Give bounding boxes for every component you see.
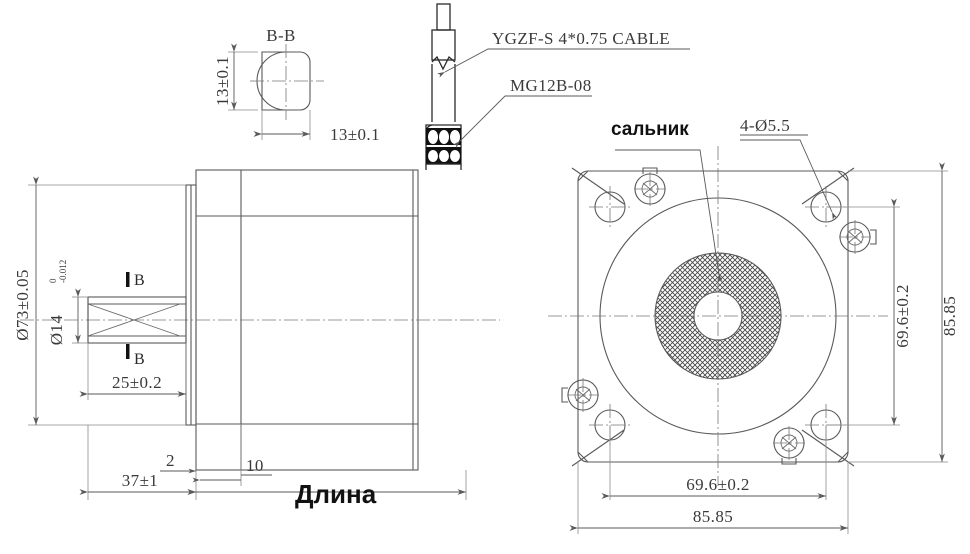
dim-dia14-text: Ø14 <box>47 315 66 346</box>
dim-10-text: 10 <box>246 456 264 475</box>
tapped-tab-left <box>561 387 568 403</box>
dim-step-2: 2 <box>160 451 196 474</box>
dim-696h-text: 69.6±0.2 <box>686 475 750 494</box>
dim-8585h-text: 85.85 <box>693 507 733 526</box>
tapped-tab-bottom <box>781 458 797 465</box>
gland-ball-row-upper <box>428 130 460 144</box>
mounting-hole-tl <box>589 186 631 228</box>
dim-dia73-text: Ø73±0.05 <box>13 269 32 341</box>
dim-plate-vertical: 85.85 <box>848 162 959 463</box>
dim-bb-width-text: 13±0.1 <box>330 125 380 144</box>
dim-plate-horizontal: 85.85 <box>569 462 849 534</box>
dim-flange-length: 37±1 <box>79 425 197 500</box>
callout-connector: MG12B-08 <box>452 76 592 149</box>
dim-bb-height-text: 13±0.1 <box>213 56 232 106</box>
front-view: сальник 4-Ø5.5 69.6±0.2 85.85 69.6± <box>548 116 959 534</box>
connector-callout-text: MG12B-08 <box>510 76 592 95</box>
section-label-b-bottom: B <box>134 351 145 368</box>
tapped-hole-left <box>561 378 599 412</box>
connector-leader-line <box>452 95 592 149</box>
seal-ring <box>654 252 782 380</box>
chamfer-line-bl <box>571 429 625 467</box>
side-view: B B <box>13 3 690 509</box>
tapped-tab-right <box>870 229 877 245</box>
shaft-section-outline <box>261 51 311 111</box>
section-marker-b-bottom: B <box>126 344 145 368</box>
cable-leader-line <box>437 48 690 78</box>
dim-bolt-circle-vertical: 69.6±0.2 <box>826 198 912 426</box>
holes-leader-line <box>740 139 838 220</box>
break-line-icon <box>431 55 456 71</box>
holes-callout-text: 4-Ø5.5 <box>740 116 790 135</box>
dim-bolt-circle-horizontal: 69.6±0.2 <box>601 425 827 500</box>
cable-mid <box>431 29 456 61</box>
dim-dia14-tol-upper: 0 <box>48 278 58 283</box>
dim-696v-text: 69.6±0.2 <box>893 284 912 348</box>
tapped-hole-right <box>839 220 877 254</box>
dim-shaft-length: 25±0.2 <box>79 343 187 400</box>
callout-cable: YGZF-S 4*0.75 CABLE <box>437 29 690 78</box>
dim-2-text: 2 <box>166 451 175 470</box>
plate-corner-bl <box>577 451 589 463</box>
cable-callout-text: YGZF-S 4*0.75 CABLE <box>492 29 670 48</box>
seal-callout-text: сальник <box>611 119 689 140</box>
plate-corner-br <box>837 451 849 463</box>
callout-seal: сальник <box>611 119 723 282</box>
section-view-label: B-B <box>266 26 296 45</box>
section-view-bb: B-B 13±0.1 13±0.1 <box>213 26 380 144</box>
gland-ball-row-lower <box>428 150 460 162</box>
dim-dia14-tol-lower: -0.012 <box>58 260 68 283</box>
dim-body-length: Длина <box>187 470 467 509</box>
dim-8585v-text: 85.85 <box>940 296 959 336</box>
callout-holes: 4-Ø5.5 <box>740 116 838 220</box>
tapped-tab-top <box>642 167 658 174</box>
tapped-hole-top <box>634 167 666 206</box>
shaft-flat-x2 <box>87 303 181 337</box>
body-length-label: Длина <box>295 479 377 509</box>
section-marker-b-top: B <box>126 272 145 289</box>
dim-flange-diameter: Ø73±0.05 <box>13 176 186 426</box>
cable-gland-assembly <box>425 3 462 170</box>
chamfer-line-tl <box>571 167 625 205</box>
section-label-b-top: B <box>134 272 145 289</box>
chamfer-line-br <box>801 429 855 467</box>
seal-center-clear <box>694 292 742 340</box>
chamfer-line-tr <box>801 167 855 205</box>
dim-step-10: 10 <box>192 424 272 486</box>
dim-37-text: 37±1 <box>122 471 158 490</box>
tapped-hole-bottom <box>773 426 805 465</box>
cable-lower <box>431 64 456 122</box>
dim-25-text: 25±0.2 <box>112 373 162 392</box>
dim-shaft-diameter: Ø14 0 -0.012 <box>47 260 88 345</box>
seal-leader-line <box>615 149 723 282</box>
